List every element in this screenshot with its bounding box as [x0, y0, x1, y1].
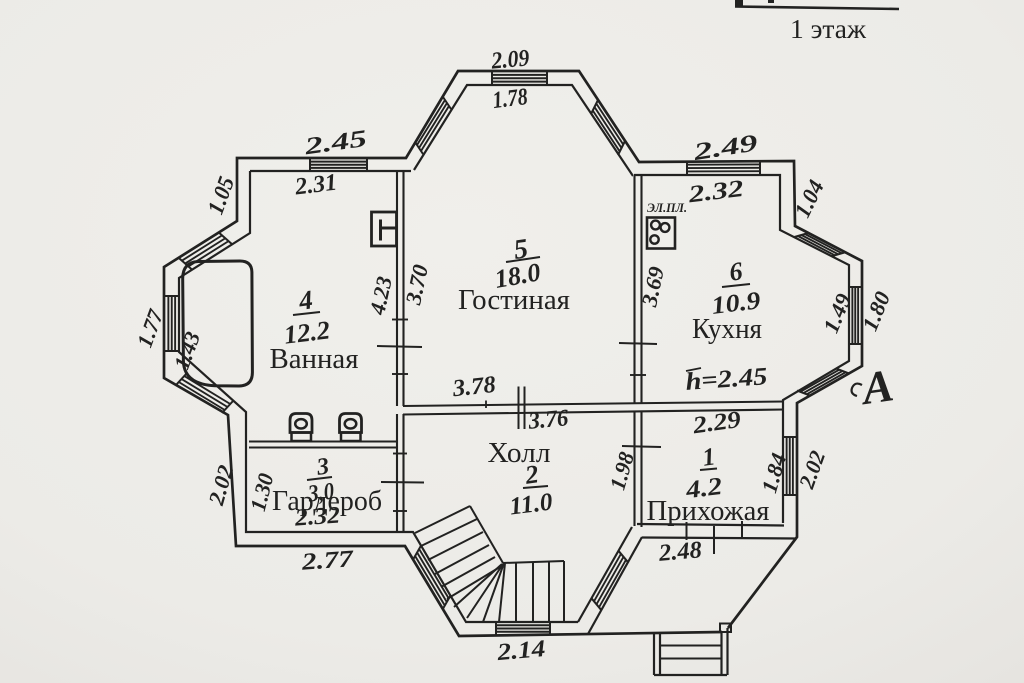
- svg-text:4.2: 4.2: [683, 473, 723, 504]
- svg-text:3: 3: [314, 453, 330, 481]
- svg-text:Кухня: Кухня: [692, 314, 762, 345]
- svg-text:1.78: 1.78: [491, 84, 529, 114]
- svg-text:12.2: 12.2: [282, 315, 331, 349]
- svg-text:11.0: 11.0: [508, 488, 554, 520]
- svg-text:2.77: 2.77: [300, 546, 355, 576]
- svg-text:1 этаж: 1 этаж: [790, 14, 866, 44]
- svg-text:Гардероб: Гардероб: [272, 486, 382, 517]
- svg-text:2.14: 2.14: [495, 636, 546, 666]
- svg-text:6: 6: [727, 256, 744, 287]
- svg-text:2.32: 2.32: [293, 502, 341, 531]
- svg-text:2: 2: [522, 459, 540, 490]
- svg-text:4: 4: [296, 284, 315, 316]
- svg-text:Ванная: Ванная: [270, 344, 359, 375]
- svg-text:Гостиная: Гостиная: [458, 285, 570, 316]
- svg-text:10.9: 10.9: [710, 287, 762, 320]
- svg-text:Холл: Холл: [488, 438, 551, 469]
- svg-text:2.09: 2.09: [489, 45, 530, 74]
- svg-text:2.48: 2.48: [657, 537, 703, 567]
- svg-text:ЭЛ.ПЛ.: ЭЛ.ПЛ.: [647, 200, 687, 215]
- svg-text:3.78: 3.78: [451, 372, 498, 402]
- svg-text:Прихожая: Прихожая: [647, 496, 770, 527]
- svg-text:1: 1: [701, 443, 717, 471]
- svg-text:5: 5: [512, 233, 530, 266]
- svg-text:2.31: 2.31: [293, 170, 339, 201]
- svg-text:3,0: 3,0: [306, 479, 336, 508]
- svg-text:3.76: 3.76: [526, 405, 569, 434]
